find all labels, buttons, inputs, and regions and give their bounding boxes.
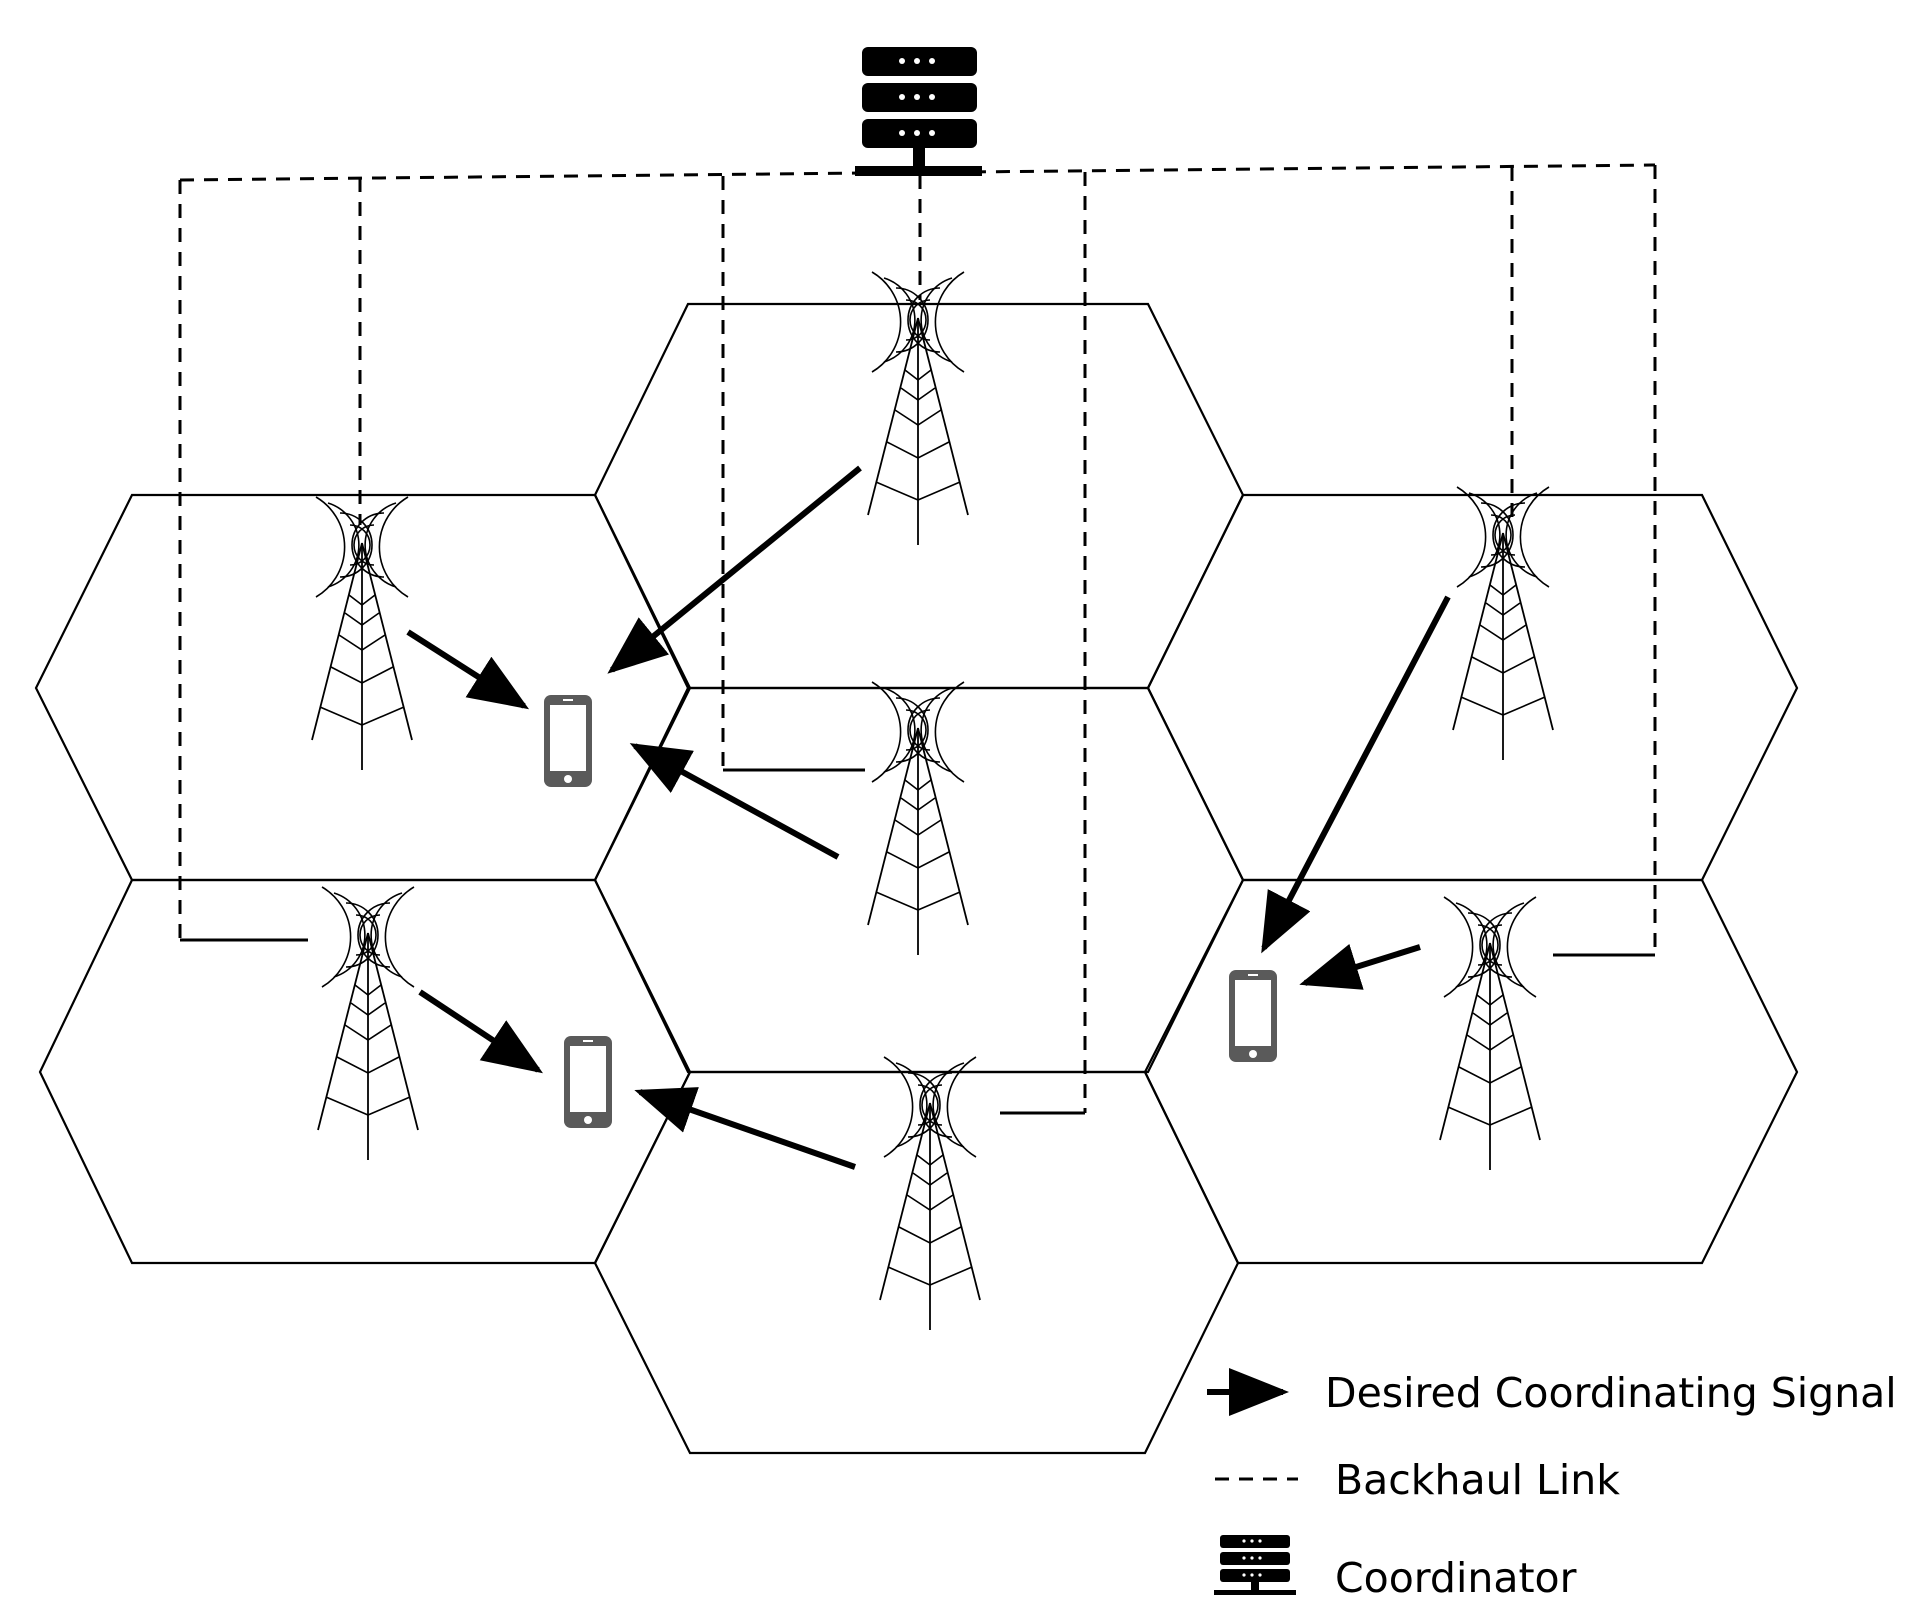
cell-top-right (1146, 493, 1799, 882)
signal-arrow (1299, 943, 1421, 990)
tower-top-left-icon (311, 496, 413, 771)
cell-top-left (34, 493, 692, 882)
tower-middle-center-icon (867, 681, 969, 956)
signal-arrow (1261, 595, 1451, 954)
cell-grid (34, 302, 1799, 1455)
device-left-bottom-smartphone-icon (563, 1035, 613, 1129)
signal-arrow (634, 1087, 856, 1170)
coordinator-server-icon (855, 47, 982, 176)
tower-bottom-left-icon (317, 886, 419, 1161)
cell-top-center (593, 302, 1245, 690)
backhaul-links (178, 163, 1657, 1113)
signal-arrow (418, 989, 544, 1074)
cell-bottom-right (1143, 878, 1799, 1265)
legend-coordinator-server-icon (1214, 1535, 1296, 1595)
tower-bottom-center-icon (879, 1056, 981, 1331)
signal-arrow (607, 465, 862, 674)
backhaul-trunk (179, 163, 1656, 182)
device-right-smartphone-icon (1228, 969, 1278, 1063)
tower-top-right-icon (1452, 486, 1554, 761)
legend-signal-label: Desired Coordinating Signal (1325, 1369, 1897, 1417)
cell-bottom-center (593, 1070, 1240, 1455)
tower-top-center-icon (867, 271, 969, 546)
legend-backhaul-label: Backhaul Link (1335, 1456, 1620, 1504)
device-left-top-smartphone-icon (543, 694, 593, 788)
legend-coordinator-label: Coordinator (1335, 1554, 1577, 1602)
legend: Desired Coordinating Signal Backhaul Lin… (1207, 1368, 1897, 1602)
backhaul-feeders (180, 768, 1655, 1115)
signal-arrow (629, 743, 840, 860)
signal-arrows (406, 465, 1451, 1170)
signal-arrow (406, 629, 530, 710)
tower-bottom-right-icon (1439, 896, 1541, 1171)
